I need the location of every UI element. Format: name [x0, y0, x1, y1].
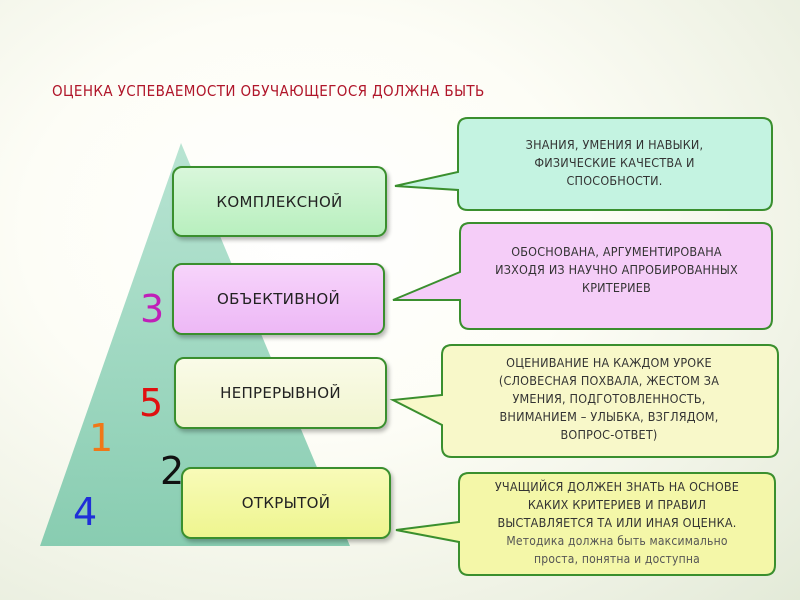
callout-bubble-1 [394, 117, 773, 211]
grade-digit-2: 2 [160, 449, 185, 493]
grade-digit-3: 3 [140, 287, 165, 331]
pyramid-triangle [40, 143, 350, 546]
grade-digit-1: 1 [89, 416, 114, 460]
level-box-continuous: НЕПРЕРЫВНОЙ [174, 357, 387, 429]
callout-4-line: проста, понятна и доступна [534, 552, 700, 566]
callout-text-4: УЧАЩИЙСЯ ДОЛЖЕН ЗНАТЬ НА ОСНОВЕ КАКИХ КР… [462, 478, 772, 568]
grade-digit-4: 4 [73, 490, 98, 534]
callout-1-line: ЗНАНИЯ, УМЕНИЯ И НАВЫКИ, [525, 137, 704, 152]
callout-2-line: ИЗХОДЯ ИЗ НАУЧНО АПРОБИРОВАННЫХ [495, 262, 738, 277]
callout-2-line: КРИТЕРИЕВ [582, 280, 651, 295]
callout-bubble-4 [395, 472, 776, 576]
callout-3-line: (СЛОВЕСНАЯ ПОХВАЛА, ЖЕСТОМ ЗА [498, 373, 720, 388]
callout-1-line: ФИЗИЧЕСКИЕ КАЧЕСТВА И [534, 155, 695, 170]
callout-1-line: СПОСОБНОСТИ. [566, 173, 663, 188]
grade-digit-5: 5 [139, 381, 164, 425]
callout-text-1: ЗНАНИЯ, УМЕНИЯ И НАВЫКИ, ФИЗИЧЕСКИЕ КАЧЕ… [462, 136, 767, 190]
callout-text-3: ОЦЕНИВАНИЕ НА КАЖДОМ УРОКЕ (СЛОВЕСНАЯ ПО… [444, 354, 774, 444]
callout-3-line: ВНИМАНИЕМ – УЛЫБКА, ВЗГЛЯДОМ, [499, 409, 719, 424]
page-title: ОЦЕНКА УСПЕВАЕМОСТИ ОБУЧАЮЩЕГОСЯ ДОЛЖНА … [52, 82, 485, 100]
callout-2-line: ОБОСНОВАНА, АРГУМЕНТИРОВАНА [511, 244, 722, 259]
callout-bubble-2 [392, 222, 773, 330]
callout-3-line: ОЦЕНИВАНИЕ НА КАЖДОМ УРОКЕ [506, 355, 712, 370]
callout-4-line: КАКИХ КРИТЕРИЕВ И ПРАВИЛ [527, 497, 707, 512]
callout-4-line: ВЫСТАВЛЯЕТСЯ ТА ИЛИ ИНАЯ ОЦЕНКА. [497, 515, 737, 530]
level-box-open: ОТКРЫТОЙ [181, 467, 391, 539]
callout-text-2: ОБОСНОВАНА, АРГУМЕНТИРОВАНА ИЗХОДЯ ИЗ НА… [464, 243, 769, 297]
callout-3-line: УМЕНИЯ, ПОДГОТОВЛЕННОСТЬ, [512, 391, 706, 406]
level-box-complex: КОМПЛЕКСНОЙ [172, 166, 387, 237]
callout-bubble-3 [389, 344, 779, 458]
callout-4-line: УЧАЩИЙСЯ ДОЛЖЕН ЗНАТЬ НА ОСНОВЕ [494, 479, 740, 494]
callout-3-line: ВОПРОС-ОТВЕТ) [560, 427, 658, 442]
callout-4-line: Методика должна быть максимально [506, 534, 728, 548]
level-box-objective: ОБЪЕКТИВНОЙ [172, 263, 385, 335]
